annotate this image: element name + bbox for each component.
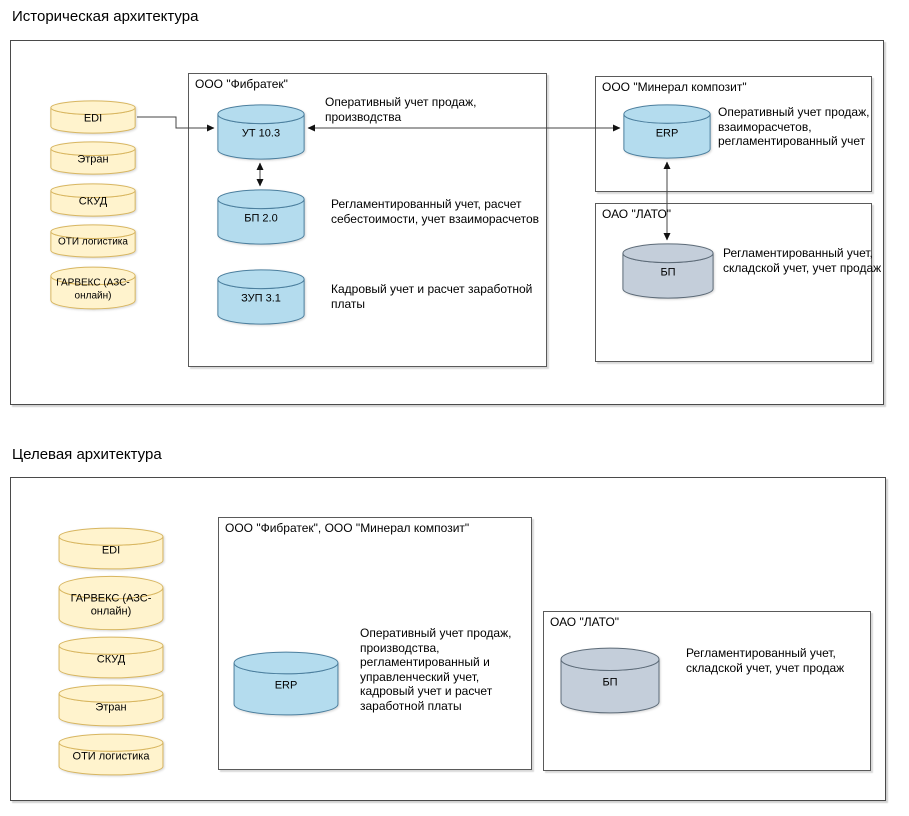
- mineral-box-title: ООО "Минерал композит": [602, 80, 747, 94]
- fibratek-box: ООО "Фибратек": [188, 73, 547, 367]
- cylinder-bp-lato-historical: БП: [622, 243, 714, 299]
- note-bp-lato-historical: Регламентированный учет, складской учет,…: [723, 246, 882, 275]
- cylinder-edi-target: EDI: [58, 527, 164, 570]
- note-ut: Оперативный учет продаж, производства: [325, 95, 477, 124]
- cylinder-etran-target: Этран: [58, 684, 164, 727]
- cylinder-shape: [50, 224, 136, 258]
- cylinder-erp-target: ERP: [233, 651, 339, 716]
- cylinder-shape: [58, 575, 164, 631]
- cylinder-label: ГАРВЕКС (АЗС-онлайн): [56, 277, 130, 302]
- cylinder-shape: [623, 104, 711, 159]
- lato-box-target: ОАО "ЛАТО": [543, 611, 871, 771]
- cylinder-garveks: ГАРВЕКС (АЗС-онлайн): [50, 266, 136, 310]
- cylinder-label: ERP: [274, 679, 298, 691]
- note-bp-lato-target: Регламентированный учет, складской учет,…: [686, 646, 845, 675]
- cylinder-shape: [233, 651, 339, 716]
- cylinder-shape: [50, 100, 136, 134]
- cylinder-erp-historical: ERP: [623, 104, 711, 159]
- historical-section-title: Историческая архитектура: [12, 8, 199, 25]
- cylinder-shape: [560, 647, 660, 714]
- cylinder-label: СКУД: [96, 653, 126, 665]
- cylinder-label: ЗУП 3.1: [241, 292, 281, 305]
- fibratek-mineral-box: ООО "Фибратек", ООО "Минерал композит": [218, 517, 532, 770]
- cylinder-shape: [58, 733, 164, 776]
- cylinder-bp-lato-target: БП: [560, 647, 660, 714]
- cylinder-shape: [50, 141, 136, 175]
- cylinder-edi: EDI: [50, 100, 136, 134]
- fibratek-box-title: ООО "Фибратек": [195, 77, 288, 91]
- cylinder-skud-target: СКУД: [58, 636, 164, 679]
- cylinder-label: EDI: [101, 544, 121, 556]
- note-erp-historical: Оперативный учет продаж, взаиморасчетов,…: [718, 105, 870, 148]
- target-section-title: Целевая архитектура: [12, 446, 162, 463]
- cylinder-shape: [58, 636, 164, 679]
- cylinder-garveks-target: ГАРВЕКС (АЗС-онлайн): [58, 575, 164, 631]
- lato-box-historical: ОАО "ЛАТО": [595, 203, 872, 362]
- note-erp-target: Оперативный учет продаж, производства, р…: [360, 626, 512, 713]
- cylinder-shape: [50, 266, 136, 310]
- cylinder-shape: [58, 527, 164, 570]
- note-zup: Кадровый учет и расчет заработной платы: [331, 282, 533, 311]
- cylinder-zup-3-1: ЗУП 3.1: [217, 269, 305, 325]
- cylinder-shape: [50, 183, 136, 217]
- cylinder-label: Этран: [95, 701, 127, 713]
- cylinder-label: ERP: [655, 127, 679, 139]
- cylinder-label: СКУД: [78, 195, 108, 208]
- cylinder-label: БП: [602, 676, 618, 688]
- cylinder-shape: [58, 684, 164, 727]
- cylinder-label: ГАРВЕКС (АЗС-онлайн): [70, 592, 152, 618]
- cylinder-oti-logistika-target: ОТИ логистика: [58, 733, 164, 776]
- lato-box-title: ОАО "ЛАТО": [602, 207, 672, 221]
- historical-frame: [10, 40, 884, 405]
- lato-box-target-title: ОАО "ЛАТО": [550, 615, 620, 629]
- cylinder-oti-logistika: ОТИ логистика: [50, 224, 136, 258]
- cylinder-label: EDI: [83, 112, 103, 125]
- cylinder-label: БП 2.0: [244, 212, 278, 225]
- fibratek-mineral-box-title: ООО "Фибратек", ООО "Минерал композит": [225, 521, 470, 535]
- cylinder-shape: [217, 189, 305, 245]
- cylinder-label: ОТИ логистика: [58, 236, 128, 248]
- cylinder-shape: [217, 104, 305, 160]
- cylinder-shape: [622, 243, 714, 299]
- cylinder-skud: СКУД: [50, 183, 136, 217]
- cylinder-shape: [217, 269, 305, 325]
- cylinder-label: Этран: [77, 153, 109, 166]
- cylinder-label: УТ 10.3: [241, 127, 281, 140]
- cylinder-ut-10-3: УТ 10.3: [217, 104, 305, 160]
- cylinder-bp-2-0: БП 2.0: [217, 189, 305, 245]
- cylinder-label: ОТИ логистика: [72, 750, 150, 762]
- mineral-box: ООО "Минерал композит": [595, 76, 872, 192]
- note-bp20: Регламентированный учет, расчет себестои…: [331, 197, 540, 226]
- cylinder-label: БП: [660, 266, 676, 279]
- cylinder-etran: Этран: [50, 141, 136, 175]
